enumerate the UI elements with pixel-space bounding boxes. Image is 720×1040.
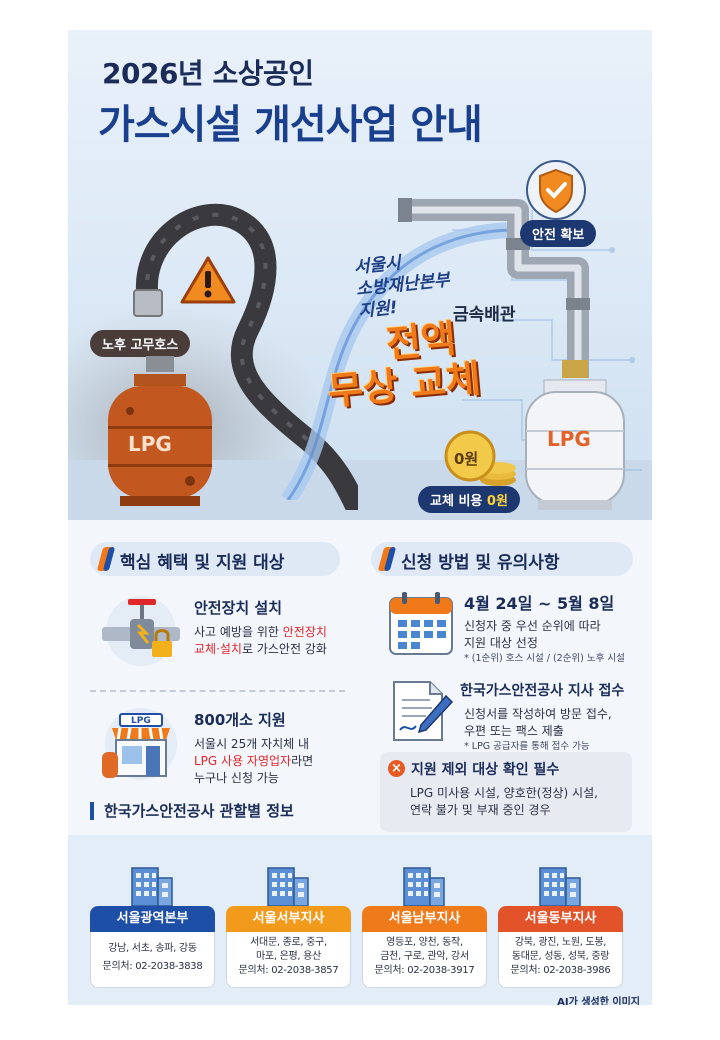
- support-count-text: 서울시 25개 자치체 내 LPG 사용 자영업자라면 누구나 신청 가능: [194, 736, 313, 787]
- office-submit-line-1: 신청서를 작성하여 방문 접수,: [464, 707, 612, 721]
- shop-icon: [102, 708, 177, 780]
- safety-label: 안전 확보: [520, 220, 597, 247]
- office-area-1: 강남, 서초, 송파, 강동: [108, 943, 197, 954]
- office-info: 영등포, 양천, 동작, 금천, 구로, 관악, 강서 문의처: 02-2038…: [362, 932, 487, 988]
- building-icon: [403, 867, 445, 906]
- office-card: 서울광역본부 강남, 서초, 송파, 강동 문의처: 02-2038-3838: [90, 860, 215, 990]
- old-lpg-tank: [108, 356, 212, 506]
- office-info: 서대문, 종로, 중구, 마포, 은평, 용산 문의처: 02-2038-385…: [226, 932, 351, 988]
- period-note: * (1순위) 호스 시설 / (2순위) 노후 시설: [464, 653, 625, 664]
- office-info: 강남, 서초, 송파, 강동 문의처: 02-2038-3838: [90, 932, 215, 988]
- office-info: 강북, 광진, 노원, 도봉, 동대문, 성동, 성북, 중랑 문의처: 02-…: [498, 932, 623, 988]
- office-phone: 문의처: 02-2038-3917: [374, 965, 475, 976]
- safety-text-1: 사고 예방을 위한: [194, 625, 283, 639]
- office-submit-text: 신청서를 작성하여 방문 접수, 우편 또는 팩스 제출 * LPG 공급자를 …: [464, 706, 612, 753]
- ai-generated-note: AI가 생성한 이미지: [557, 997, 640, 1005]
- old-hose-label: 노후 고무호스: [90, 330, 191, 357]
- safety-device-text: 사고 예방을 위한 안전장치 교체·설치로 가스안전 강화: [194, 624, 327, 658]
- office-area-1: 영등포, 양천, 동작,: [386, 937, 463, 948]
- safety-text-red-2: 교체·설치: [194, 642, 242, 656]
- safety-text-2: 로 가스안전 강화: [241, 642, 327, 656]
- hero-illustration: 2026년 소상공인 가스시설 개선사업 안내 노후 고무호스: [68, 30, 652, 520]
- old-tank-label: LPG: [128, 432, 172, 456]
- support-count-red: LPG 사용 자영업자: [194, 754, 292, 768]
- safety-device-title: 안전장치 설치: [194, 599, 283, 617]
- office-phone: 문의처: 02-2038-3857: [238, 965, 339, 976]
- shield-check-icon: [526, 160, 586, 220]
- calendar-icon: [389, 592, 453, 655]
- office-submit-note: * LPG 공급자를 통해 접수 가능: [464, 741, 590, 752]
- cost-label-text: 교체 비용: [430, 494, 487, 509]
- exclusion-line-1: LPG 미사용 시설, 양호한(정상) 시설,: [410, 786, 598, 800]
- cost-label: 교체 비용 0원: [418, 486, 520, 513]
- shop-sign: LPG: [131, 716, 151, 726]
- safety-text-red-1: 안전장치: [282, 625, 327, 639]
- page-title: 가스시설 개선사업 안내: [98, 102, 483, 148]
- exclusion-box: × 지원 제외 대상 확인 필수 LPG 미사용 시설, 양호한(정상) 시설,…: [380, 752, 632, 832]
- divider: [90, 690, 345, 692]
- period-line-2: 지원 대상 선정: [464, 636, 538, 650]
- benefits-header: 핵심 혜택 및 지원 대상: [90, 542, 340, 576]
- support-count-line-2: 라면: [291, 754, 314, 768]
- period-text: 신청자 중 우선 순위에 따라 지원 대상 선정 * (1순위) 호스 시설 /…: [464, 618, 625, 665]
- office-area-1: 강북, 광진, 노원, 도봉,: [514, 937, 607, 948]
- title-year: 2026년 소상공인: [102, 57, 314, 90]
- apply-header: 신청 방법 및 유의사항: [371, 542, 633, 576]
- support-count-line-1: 서울시 25개 자치체 내: [194, 737, 310, 751]
- building-icon: [131, 867, 173, 906]
- new-lpg-tank: [525, 360, 625, 510]
- offices-header: 한국가스안전공사 관할별 정보: [90, 802, 294, 820]
- support-count-line-3: 누구나 신청 가능: [194, 771, 279, 785]
- coin-icon: [444, 430, 516, 486]
- office-area-2: 동대문, 성동, 성북, 중랑: [511, 951, 610, 962]
- office-name: 서울동부지사: [498, 906, 623, 932]
- office-phone: 문의처: 02-2038-3986: [510, 965, 611, 976]
- period-line-1: 신청자 중 우선 순위에 따라: [464, 619, 601, 633]
- exclusion-text: LPG 미사용 시설, 양호한(정상) 시설, 연락 불가 및 부재 중인 경우: [410, 785, 598, 819]
- office-area-1: 서대문, 종로, 중구,: [250, 937, 327, 948]
- building-icon: [267, 867, 309, 906]
- valve-lock-icon: [102, 596, 180, 666]
- office-card: 서울서부지사 서대문, 종로, 중구, 마포, 은평, 용산 문의처: 02-2…: [226, 860, 351, 990]
- office-area-2: 마포, 은평, 용산: [256, 951, 321, 962]
- new-tank-label: LPG: [547, 427, 591, 451]
- exclusion-title: 지원 제외 대상 확인 필수: [411, 762, 560, 778]
- exclusion-line-2: 연락 불가 및 부재 중인 경우: [410, 803, 551, 817]
- metal-pipe-label: 금속배관: [453, 305, 516, 325]
- coin-label: 0원: [454, 450, 479, 468]
- period-title: 4월 24일 ~ 5월 8일: [464, 594, 615, 613]
- building-icon: [539, 867, 581, 906]
- flow-stream: [281, 222, 518, 500]
- office-card: 서울남부지사 영등포, 양천, 동작, 금천, 구로, 관악, 강서 문의처: …: [362, 860, 487, 990]
- cost-zero: 0원: [486, 494, 508, 509]
- support-count-title: 800개소 지원: [194, 711, 286, 729]
- document-pen-icon: [393, 681, 454, 741]
- metal-pipe: [398, 198, 590, 378]
- office-name: 서울광역본부: [90, 906, 215, 932]
- office-phone: 문의처: 02-2038-3838: [102, 961, 203, 972]
- office-card: 서울동부지사 강북, 광진, 노원, 도봉, 동대문, 성동, 성북, 중랑 문…: [498, 860, 623, 990]
- office-name: 서울남부지사: [362, 906, 487, 932]
- close-circle-icon: ×: [388, 760, 405, 777]
- office-submit-line-2: 우편 또는 팩스 제출: [464, 724, 564, 738]
- office-name: 서울서부지사: [226, 906, 351, 932]
- office-area-2: 금천, 구로, 관악, 강서: [380, 951, 469, 962]
- poster: 2026년 소상공인 가스시설 개선사업 안내 노후 고무호스: [68, 30, 652, 1005]
- office-submit-title: 한국가스안전공사 지사 접수: [460, 683, 625, 699]
- warning-icon: [180, 256, 236, 304]
